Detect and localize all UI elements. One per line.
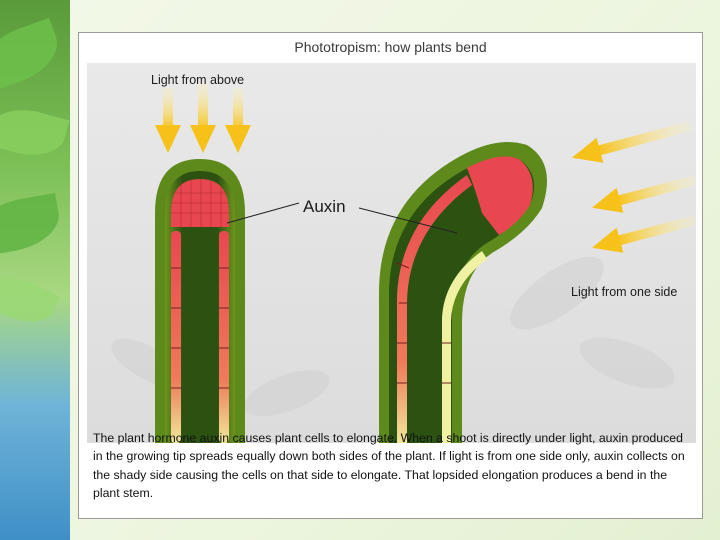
diagram-title: Phototropism: how plants bend [79, 39, 702, 55]
label-light-from-one-side: Light from one side [571, 285, 677, 299]
light-from-above-arrows [155, 83, 251, 153]
diagram-caption: The plant hormone auxin causes plant cel… [93, 429, 693, 502]
straight-stem [155, 159, 245, 443]
right-cell-column [219, 231, 229, 443]
diagram-scene: Light from above Auxin Light from one si… [87, 63, 696, 443]
diagram-panel: Phototropism: how plants bend [78, 32, 703, 519]
label-light-from-above: Light from above [151, 73, 244, 87]
background-foliage [0, 0, 70, 540]
phototropism-illustration [87, 63, 696, 443]
left-cell-column [171, 231, 181, 443]
label-auxin: Auxin [303, 197, 346, 217]
